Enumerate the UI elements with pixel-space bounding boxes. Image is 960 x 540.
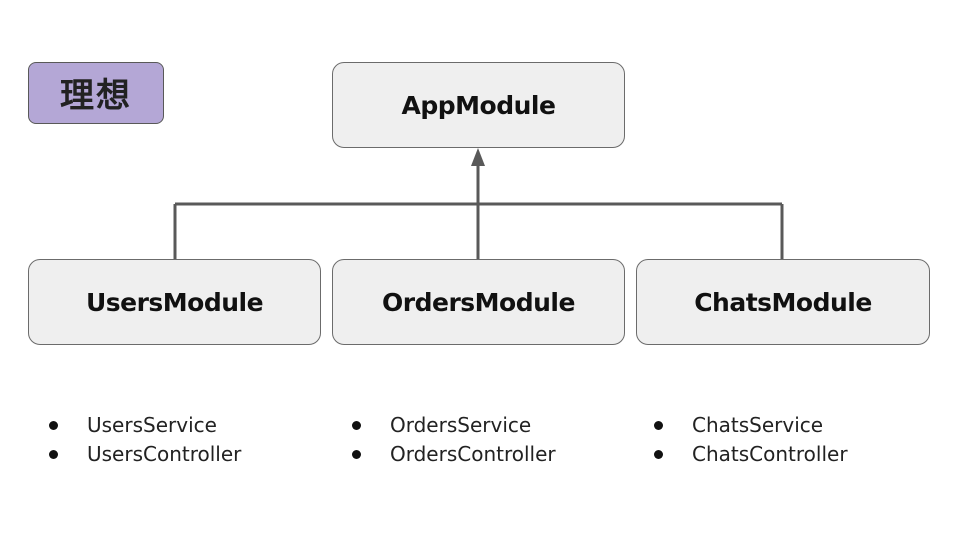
users-module-contents-list: UsersService UsersController: [49, 411, 241, 469]
list-item-label: ChatsService: [692, 413, 824, 437]
list-item: ChatsController: [654, 440, 848, 469]
bullet-icon: [654, 450, 663, 459]
list-item-label: ChatsController: [692, 442, 848, 466]
chats-module-contents-list: ChatsService ChatsController: [654, 411, 848, 469]
list-item: OrdersController: [352, 440, 556, 469]
orders-module-label: OrdersModule: [382, 287, 575, 317]
list-item: UsersController: [49, 440, 241, 469]
users-module-node: UsersModule: [28, 259, 321, 345]
diagram-title-badge: 理想: [28, 62, 164, 124]
arrowhead-to-app-module: [471, 148, 485, 166]
bullet-icon: [49, 450, 58, 459]
list-item-label: OrdersService: [390, 413, 532, 437]
bullet-icon: [352, 450, 361, 459]
bullet-icon: [352, 421, 361, 430]
orders-module-node: OrdersModule: [332, 259, 625, 345]
list-item-label: OrdersController: [390, 442, 556, 466]
list-item: ChatsService: [654, 411, 848, 440]
list-item: UsersService: [49, 411, 241, 440]
orders-module-contents-list: OrdersService OrdersController: [352, 411, 556, 469]
chats-module-node: ChatsModule: [636, 259, 930, 345]
list-item-label: UsersController: [87, 442, 242, 466]
bullet-icon: [49, 421, 58, 430]
app-module-label: AppModule: [401, 90, 556, 120]
list-item-label: UsersService: [87, 413, 217, 437]
bullet-icon: [654, 421, 663, 430]
list-item: OrdersService: [352, 411, 556, 440]
users-module-label: UsersModule: [85, 287, 264, 317]
chats-module-label: ChatsModule: [694, 287, 872, 317]
app-module-node: AppModule: [332, 62, 625, 148]
